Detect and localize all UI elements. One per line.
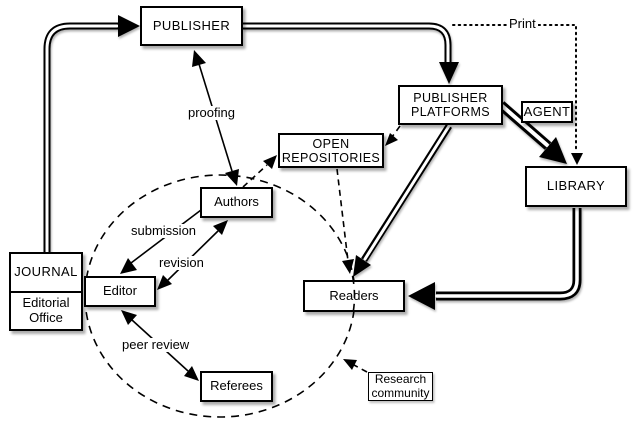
node-publisher-platforms: PUBLISHER PLATFORMS	[398, 85, 503, 125]
edge-platforms-to-readers	[353, 124, 452, 277]
node-editor: Editor	[84, 276, 156, 307]
node-research-community: Research community	[368, 372, 433, 401]
node-open-repositories-label: OPEN REPOSITORIES	[281, 136, 381, 165]
edge-repositories-to-readers	[336, 168, 354, 274]
edge-platforms-to-repositories	[385, 125, 401, 146]
edge-platforms-to-library	[497, 101, 567, 164]
node-publisher-label: PUBLISHER	[152, 17, 231, 33]
node-journal: JOURNAL Editorial Office	[9, 252, 83, 331]
node-agent: AGENT	[521, 101, 573, 123]
edge-print	[452, 24, 583, 165]
node-journal-label: JOURNAL	[14, 263, 78, 279]
node-authors-label: Authors	[214, 194, 259, 210]
node-research-community-label: Research community	[371, 371, 430, 400]
edge-publisher-to-platforms	[241, 22, 459, 84]
edge-label-print: Print	[507, 16, 538, 32]
node-authors: Authors	[200, 187, 273, 218]
node-publisher: PUBLISHER	[140, 6, 243, 46]
node-publisher-platforms-label: PUBLISHER PLATFORMS	[410, 91, 491, 119]
node-agent-label: AGENT	[523, 103, 571, 119]
edge-label-submission: submission	[129, 223, 199, 239]
node-library-label: LIBRARY	[546, 178, 606, 194]
node-journal-editorial-office-cell: Editorial Office	[11, 290, 81, 330]
edge-label-peer-review: peer review	[120, 337, 192, 353]
node-library: LIBRARY	[525, 166, 627, 207]
edge-library-to-readers	[408, 206, 582, 310]
node-journal-title-cell: JOURNAL	[11, 254, 81, 291]
edge-research-community-pointer	[343, 359, 368, 373]
node-readers-label: Readers	[329, 287, 379, 303]
edge-journal-to-publisher	[43, 15, 140, 254]
edge-revision	[157, 220, 228, 290]
edge-label-revision: revision	[157, 255, 206, 271]
node-editor-label: Editor	[103, 283, 137, 299]
edge-authors-to-repositories	[242, 155, 277, 188]
node-open-repositories: OPEN REPOSITORIES	[278, 133, 384, 168]
node-readers: Readers	[303, 280, 405, 312]
edge-label-proofing: proofing	[186, 105, 237, 121]
node-referees: Referees	[200, 371, 273, 402]
node-journal-sublabel: Editorial Office	[22, 295, 70, 325]
node-referees-label: Referees	[210, 378, 263, 394]
